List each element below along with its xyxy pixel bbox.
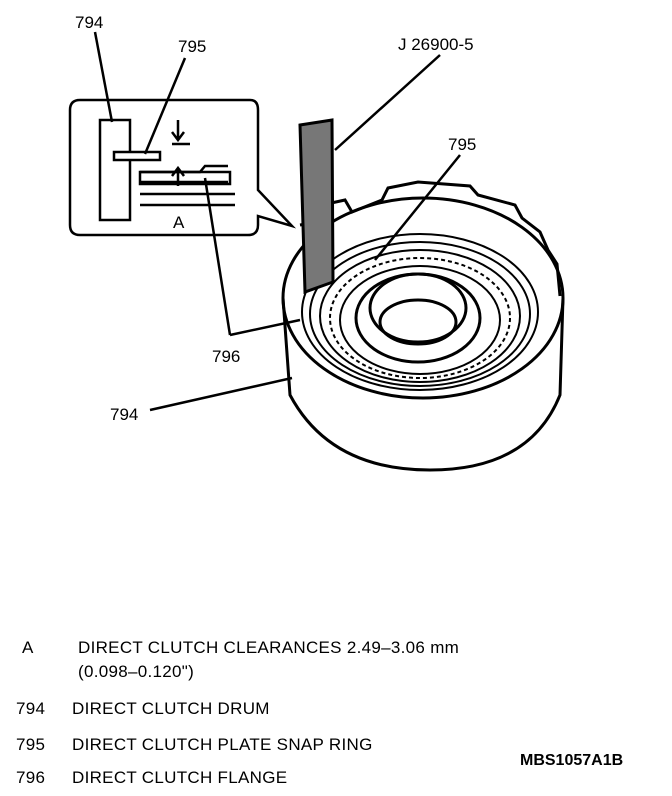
legend-key: A bbox=[22, 638, 34, 657]
legend-text: DIRECT CLUTCH PLATE SNAP RING bbox=[72, 735, 373, 754]
legend-key: 795 bbox=[16, 735, 46, 754]
label-796: 796 bbox=[212, 347, 240, 366]
clutch-hub bbox=[354, 272, 482, 364]
legend-item-795: 795 DIRECT CLUTCH PLATE SNAP RING bbox=[16, 735, 486, 757]
feeler-gauge-tool bbox=[298, 118, 335, 295]
label-794-inset: 794 bbox=[75, 13, 103, 32]
legend-key: 794 bbox=[16, 699, 46, 718]
legend-text: DIRECT CLUTCH CLEARANCES 2.49–3.06 mm bbox=[78, 638, 460, 657]
label-tool: J 26900-5 bbox=[398, 35, 474, 54]
clutch-plates bbox=[301, 233, 539, 391]
legend-key: 796 bbox=[16, 768, 46, 787]
legend-text-line2: (0.098–0.120") bbox=[78, 662, 195, 681]
detail-inset bbox=[68, 98, 297, 237]
label-794: 794 bbox=[110, 405, 138, 424]
figure-code: MBS1057A1B bbox=[520, 752, 624, 769]
label-a-inset: A bbox=[173, 213, 185, 232]
label-795: 795 bbox=[448, 135, 476, 154]
legend-text: DIRECT CLUTCH DRUM bbox=[72, 699, 270, 718]
legend-item-a: A DIRECT CLUTCH CLEARANCES 2.49–3.06 mm … bbox=[22, 638, 582, 682]
legend-item-794: 794 DIRECT CLUTCH DRUM bbox=[16, 699, 416, 721]
legend-item-796: 796 DIRECT CLUTCH FLANGE bbox=[16, 768, 416, 790]
legend-text: DIRECT CLUTCH FLANGE bbox=[72, 768, 288, 787]
label-795-inset: 795 bbox=[178, 37, 206, 56]
